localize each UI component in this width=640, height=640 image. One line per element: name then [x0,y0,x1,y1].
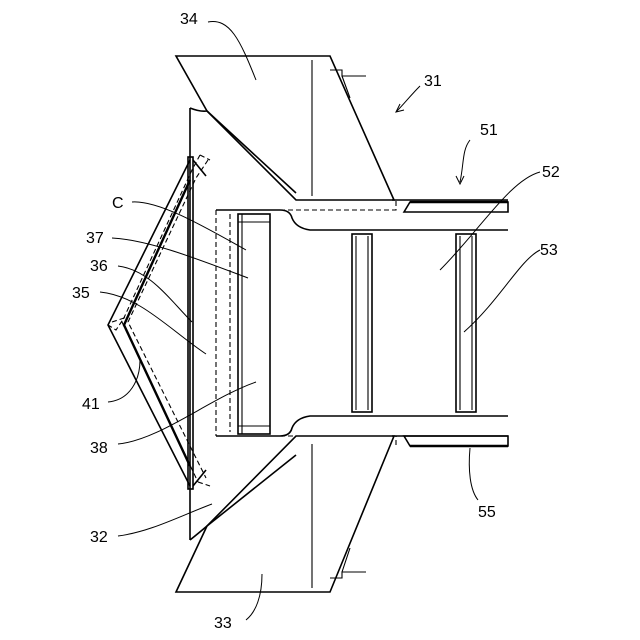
roller-block [238,214,270,434]
label-C: C [112,195,124,212]
label-37: 37 [86,230,104,247]
slats [352,234,476,412]
label-32: 32 [90,529,108,546]
label-34: 34 [180,11,198,28]
lower-fin [176,436,394,592]
label-31: 31 [424,73,442,90]
label-55: 55 [478,504,496,521]
label-33: 33 [214,615,232,632]
body-plate [190,108,296,540]
label-38: 38 [90,440,108,457]
hidden-outline [216,200,396,446]
duct-housing [216,200,508,436]
label-53: 53 [540,242,558,259]
reference-labels: 34 31 51 52 C 37 53 36 35 41 38 55 32 33 [72,11,560,632]
label-36: 36 [90,258,108,275]
label-51: 51 [480,122,498,139]
label-41: 41 [82,396,100,413]
upper-fin [176,56,394,200]
lower-rail [404,436,508,446]
leader-lines [100,22,540,620]
label-35: 35 [72,285,90,302]
label-52: 52 [542,164,560,181]
